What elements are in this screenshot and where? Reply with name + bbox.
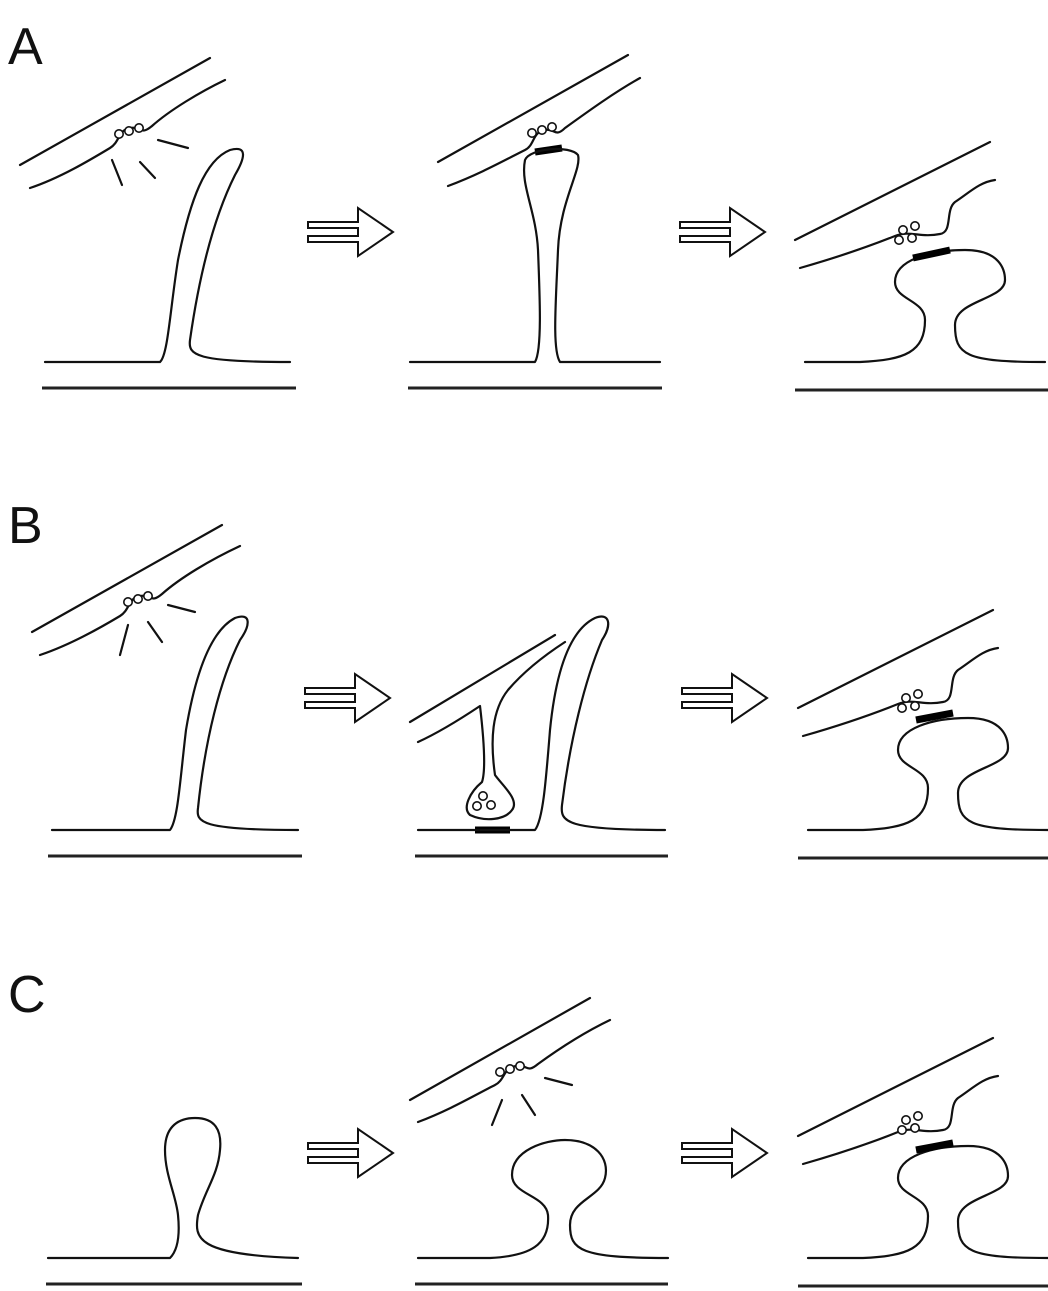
vesicle-cluster bbox=[528, 123, 556, 137]
vesicle-cluster bbox=[898, 1112, 922, 1134]
axonal-filopodium bbox=[418, 642, 565, 819]
transition-arrow-icon bbox=[308, 1129, 393, 1177]
transition-arrow-icon bbox=[308, 208, 393, 256]
row-c-stage-2 bbox=[410, 998, 668, 1284]
filopodium bbox=[410, 149, 660, 362]
transition-arrow-icon bbox=[682, 674, 767, 722]
panel-label-a: A bbox=[8, 18, 43, 76]
transition-arrow-icon bbox=[682, 1129, 767, 1177]
row-a-stage-2 bbox=[408, 55, 662, 388]
stubby-spine bbox=[48, 1118, 298, 1258]
synaptic-density bbox=[916, 1143, 953, 1150]
row-b-stage-3 bbox=[798, 610, 1048, 858]
row-a-stage-1 bbox=[20, 58, 296, 388]
panel-label-b: B bbox=[8, 497, 43, 555]
dendritic-filopodium bbox=[418, 617, 665, 830]
vesicle-cluster bbox=[473, 792, 495, 810]
filopodium bbox=[45, 149, 290, 362]
filopodium bbox=[52, 617, 298, 830]
mushroom-spine bbox=[418, 1140, 668, 1258]
row-b-stage-2 bbox=[410, 617, 668, 856]
vesicle-cluster bbox=[124, 592, 152, 606]
vesicle-cluster bbox=[115, 124, 143, 138]
transition-arrow-icon bbox=[305, 674, 390, 722]
row-a-stage-3 bbox=[795, 142, 1048, 390]
synaptic-density bbox=[913, 250, 950, 258]
row-c-stage-3 bbox=[798, 1038, 1048, 1286]
row-b-stage-1 bbox=[32, 525, 302, 856]
row-c-stage-1 bbox=[46, 1118, 302, 1284]
vesicle-cluster bbox=[496, 1062, 524, 1076]
transition-arrow-icon bbox=[680, 208, 765, 256]
panel-label-c: C bbox=[8, 966, 46, 1024]
